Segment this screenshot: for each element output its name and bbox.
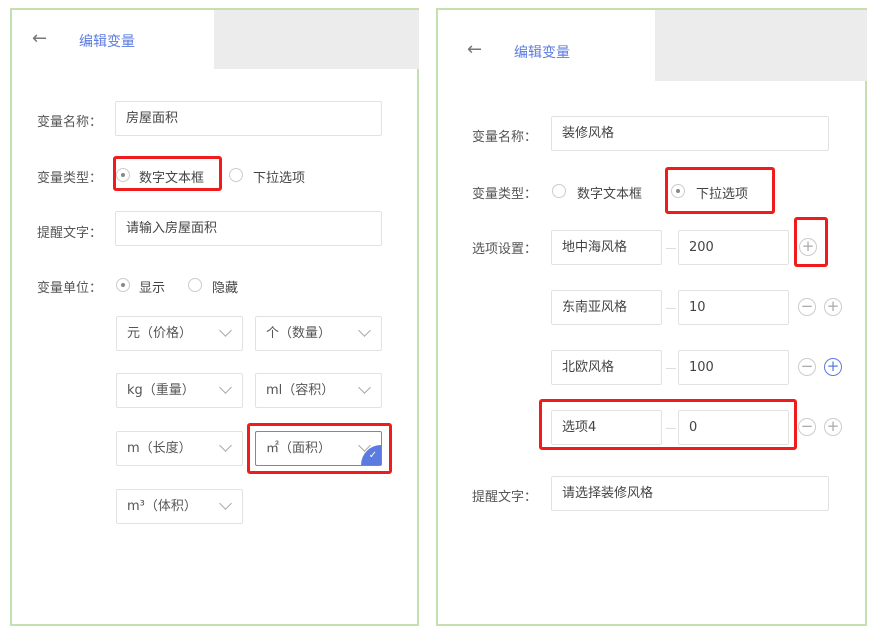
- separator: [666, 248, 676, 249]
- page-title: 编辑变量: [514, 45, 570, 61]
- back-arrow-icon[interactable]: ←: [467, 39, 483, 60]
- radio-show-label: 显示: [139, 281, 166, 296]
- unit-text: kg（重量）: [127, 383, 195, 398]
- option-value-input[interactable]: 200: [678, 230, 789, 265]
- name-label: 变量名称：: [37, 115, 103, 130]
- unit-label: 变量单位：: [37, 281, 103, 296]
- option-name-input[interactable]: 东南亚风格: [551, 290, 662, 325]
- unit-text: 元（价格）: [127, 326, 193, 341]
- unit-select-area[interactable]: ㎡（面积） ✓: [255, 431, 382, 466]
- prompt-input[interactable]: 请输入房屋面积: [115, 211, 382, 246]
- check-icon: ✓: [361, 445, 381, 465]
- add-option-icon[interactable]: +: [799, 238, 817, 256]
- radio-number-text-label: 数字文本框: [139, 171, 205, 186]
- highlight-box: [113, 156, 222, 191]
- radio-dropdown[interactable]: [671, 184, 685, 198]
- chevron-down-icon: [219, 497, 232, 510]
- type-label: 变量类型：: [37, 171, 103, 186]
- radio-number-text[interactable]: [552, 184, 566, 198]
- radio-number-text-label: 数字文本框: [577, 187, 643, 202]
- option-name-input[interactable]: 选项4: [551, 410, 662, 445]
- unit-text: 个（数量）: [266, 326, 332, 341]
- unit-select-count[interactable]: 个（数量）: [255, 316, 382, 351]
- option-name-input[interactable]: 地中海风格: [551, 230, 662, 265]
- radio-hide[interactable]: [188, 278, 202, 292]
- prompt-label: 提醒文字：: [37, 226, 103, 241]
- chevron-down-icon: [358, 324, 371, 337]
- radio-dropdown-label: 下拉选项: [696, 187, 749, 202]
- radio-show[interactable]: [116, 278, 130, 292]
- radio-number-text[interactable]: [116, 168, 130, 182]
- radio-hide-label: 隐藏: [212, 281, 239, 296]
- radio-dropdown-label: 下拉选项: [253, 171, 306, 186]
- remove-option-icon[interactable]: −: [798, 298, 816, 316]
- chevron-down-icon: [219, 324, 232, 337]
- header-gray-area: [214, 10, 419, 69]
- unit-text: ㎡（面积）: [266, 441, 332, 456]
- chevron-down-icon: [219, 381, 232, 394]
- chevron-down-icon: [358, 381, 371, 394]
- highlight-box: [247, 423, 392, 474]
- name-input[interactable]: 房屋面积: [115, 101, 382, 136]
- highlight-box: [665, 167, 775, 214]
- separator: [666, 308, 676, 309]
- radio-dropdown[interactable]: [229, 168, 243, 182]
- back-arrow-icon[interactable]: ←: [32, 28, 48, 49]
- option-name-input[interactable]: 北欧风格: [551, 350, 662, 385]
- highlight-box: [539, 399, 797, 450]
- highlight-box: [794, 217, 828, 267]
- unit-select-volume[interactable]: ml（容积）: [255, 373, 382, 408]
- unit-select-price[interactable]: 元（价格）: [116, 316, 243, 351]
- add-option-icon[interactable]: +: [824, 418, 842, 436]
- separator: [666, 368, 676, 369]
- option-value-input[interactable]: 0: [678, 410, 789, 445]
- option-value-input[interactable]: 10: [678, 290, 789, 325]
- unit-select-weight[interactable]: kg（重量）: [116, 373, 243, 408]
- remove-option-icon[interactable]: −: [798, 418, 816, 436]
- name-input[interactable]: 装修风格: [551, 116, 829, 151]
- unit-select-cubic[interactable]: m³（体积）: [116, 489, 243, 524]
- unit-text: ml（容积）: [266, 383, 335, 398]
- prompt-label: 提醒文字：: [472, 490, 538, 505]
- unit-text: m（长度）: [127, 441, 192, 456]
- add-option-icon[interactable]: +: [824, 358, 842, 376]
- name-label: 变量名称：: [472, 130, 538, 145]
- header-gray-area: [655, 10, 867, 81]
- unit-select-length[interactable]: m（长度）: [116, 431, 243, 466]
- add-option-icon[interactable]: +: [824, 298, 842, 316]
- options-label: 选项设置：: [472, 242, 538, 257]
- page-title: 编辑变量: [79, 34, 135, 50]
- prompt-input[interactable]: 请选择装修风格: [551, 476, 829, 511]
- type-label: 变量类型：: [472, 187, 538, 202]
- unit-text: m³（体积）: [127, 499, 197, 514]
- separator: [666, 428, 676, 429]
- remove-option-icon[interactable]: −: [798, 358, 816, 376]
- option-value-input[interactable]: 100: [678, 350, 789, 385]
- chevron-down-icon: [219, 439, 232, 452]
